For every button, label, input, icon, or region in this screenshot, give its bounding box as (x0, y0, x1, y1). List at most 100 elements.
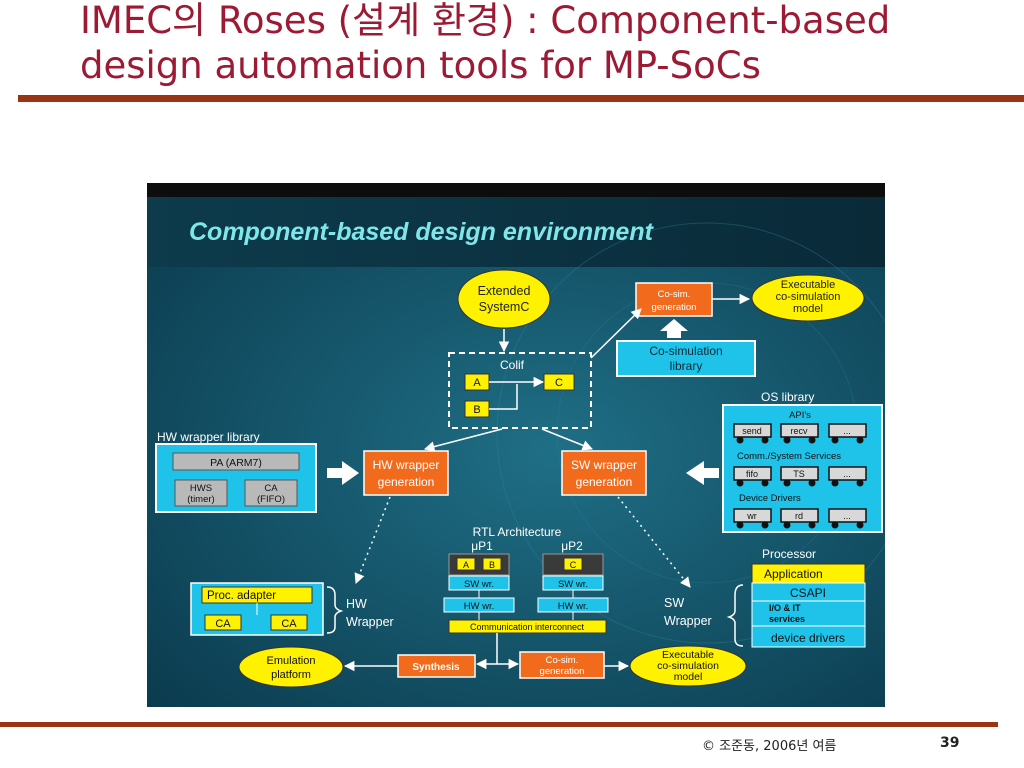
comm-item-label: fifo (746, 469, 758, 479)
extended-systemc-label: SystemC (479, 300, 530, 314)
hw-wrapper-label: Wrapper (346, 615, 394, 629)
cosim-library-label: library (670, 359, 703, 373)
arrow-sw-gen-to-sw-wrapper (617, 496, 691, 588)
comm-interconnect-node (448, 619, 607, 634)
ca-fifo-label: (FIFO) (257, 494, 285, 505)
diagram-panel: Component-based design environment Exten… (147, 183, 918, 707)
hw-wrapper-generation-label: HW wrapper (373, 458, 440, 472)
sw-wrapper-generation-label: generation (576, 475, 633, 489)
hw-wrapper-generation-node (363, 450, 449, 496)
os-library-label: OS library (761, 390, 814, 404)
cosim-generation-top-label: generation (652, 302, 697, 313)
driver-rd-cart: rd (780, 508, 819, 529)
arrow-colif-to-sw-gen (541, 428, 593, 451)
hw-wrapper-brace (326, 586, 344, 634)
hws-node (174, 479, 228, 507)
executable-model-top-label: model (793, 303, 823, 315)
up1-label: μP1 (471, 539, 493, 553)
csapi-label: CSAPI (790, 586, 826, 600)
io-it-services-label: I/O & IT (769, 603, 801, 613)
page-number: 39 (940, 735, 960, 751)
hw-wrapper-label: HW (346, 597, 367, 611)
device-drivers-label: device drivers (771, 631, 845, 645)
api-item-label: recv (790, 426, 808, 436)
sw-wrapper-label: Wrapper (664, 614, 712, 628)
arrow-os-library-to-sw-gen (686, 461, 719, 485)
io-it-services-label: services (769, 614, 805, 624)
up2-hw-wrapper-label: HW wr. (558, 601, 589, 612)
cosim-generation-top-node (635, 282, 713, 317)
arrow-colif-to-hw-gen (423, 428, 503, 452)
up2-task-c (563, 557, 583, 571)
driver-item-label: rd (795, 511, 803, 521)
colif-container (448, 352, 592, 429)
executable-model-top-label: Executable (781, 279, 835, 291)
up1-task-a-label: A (463, 560, 469, 570)
emulation-platform-label: Emulation (267, 655, 316, 667)
device-drivers-group-label: Device Drivers (739, 493, 801, 504)
synthesis-label: Synthesis (412, 662, 460, 673)
arrow-colif-to-cosim-top (590, 308, 642, 359)
ca-fifo-node (244, 479, 298, 507)
diagram-canvas: Component-based design environment Exten… (147, 183, 918, 707)
comm-ts-cart: TS (780, 466, 819, 487)
colif-node-b-label: B (473, 404, 480, 416)
up2-sw-wrapper-label: SW wr. (558, 579, 588, 590)
api-more-cart: ... (828, 423, 867, 444)
footer-divider (0, 722, 998, 727)
extended-systemc-node (457, 269, 551, 329)
up2-task-c-label: C (570, 560, 577, 570)
up1-task-b-label: B (489, 560, 495, 570)
rtl-architecture-label: RTL Architecture (473, 525, 562, 539)
processor-brace (726, 584, 744, 647)
cosim-generation-bottom-label: Co-sim. (546, 655, 579, 666)
title-divider (18, 95, 1024, 102)
up1-hw-wrapper-label: HW wr. (464, 601, 495, 612)
sw-wrapper-generation-node (561, 450, 647, 496)
comm-item-label: TS (793, 469, 805, 479)
hw-wrapper-library-label: HW wrapper library (157, 430, 260, 444)
colif-node-c-label: C (555, 377, 563, 389)
comm-item-label: ... (843, 469, 851, 479)
sw-wrapper-generation-label: SW wrapper (571, 458, 637, 472)
executable-model-bottom-label: co-simulation (657, 660, 719, 672)
up1-sw-wrapper-label: SW wr. (464, 579, 494, 590)
cosim-generation-bottom-node (519, 651, 605, 679)
driver-item-label: ... (843, 511, 851, 521)
hw-wrapper-generation-label: generation (378, 475, 435, 489)
pa-arm7-label: PA (ARM7) (210, 457, 262, 469)
cosim-library-node (616, 340, 756, 377)
driver-item-label: wr (746, 511, 757, 521)
heading-band (147, 197, 885, 267)
cosim-generation-bottom-label: generation (540, 666, 585, 677)
ca-node-right (270, 614, 308, 631)
extended-systemc-label: Extended (478, 284, 531, 298)
up1-task-b (482, 557, 502, 571)
executable-model-bottom-label: Executable (662, 649, 714, 661)
io-it-services-node (751, 600, 866, 627)
apis-label: API's (789, 410, 811, 421)
driver-more-cart: ... (828, 508, 867, 529)
comm-fifo-cart: fifo (733, 466, 772, 487)
executable-model-bottom-node (629, 645, 747, 687)
comm-services-label: Comm./System Services (737, 451, 841, 462)
api-item-label: send (742, 426, 762, 436)
up1-task-a (456, 557, 476, 571)
ca-fifo-label: CA (264, 483, 278, 494)
api-send-cart: send (733, 423, 772, 444)
colif-node-a-label: A (473, 377, 481, 389)
ca-node-right-label: CA (281, 618, 297, 630)
colif-line-b (489, 384, 518, 410)
up2-label: μP2 (561, 539, 583, 553)
footer-copyright: © 조준동, 2006년 여름 (702, 739, 837, 754)
diagram-heading: Component-based design environment (189, 218, 655, 246)
device-drivers-node (751, 625, 866, 648)
application-label: Application (764, 567, 823, 581)
proc-adapter-label: Proc. adapter (207, 590, 276, 602)
ca-node-left-label: CA (215, 618, 231, 630)
api-recv-cart: recv (780, 423, 819, 444)
executable-model-bottom-label: model (674, 671, 703, 683)
hws-label: HWS (190, 483, 212, 494)
pa-arm7-node (172, 452, 300, 471)
emulation-platform-node (238, 646, 344, 688)
